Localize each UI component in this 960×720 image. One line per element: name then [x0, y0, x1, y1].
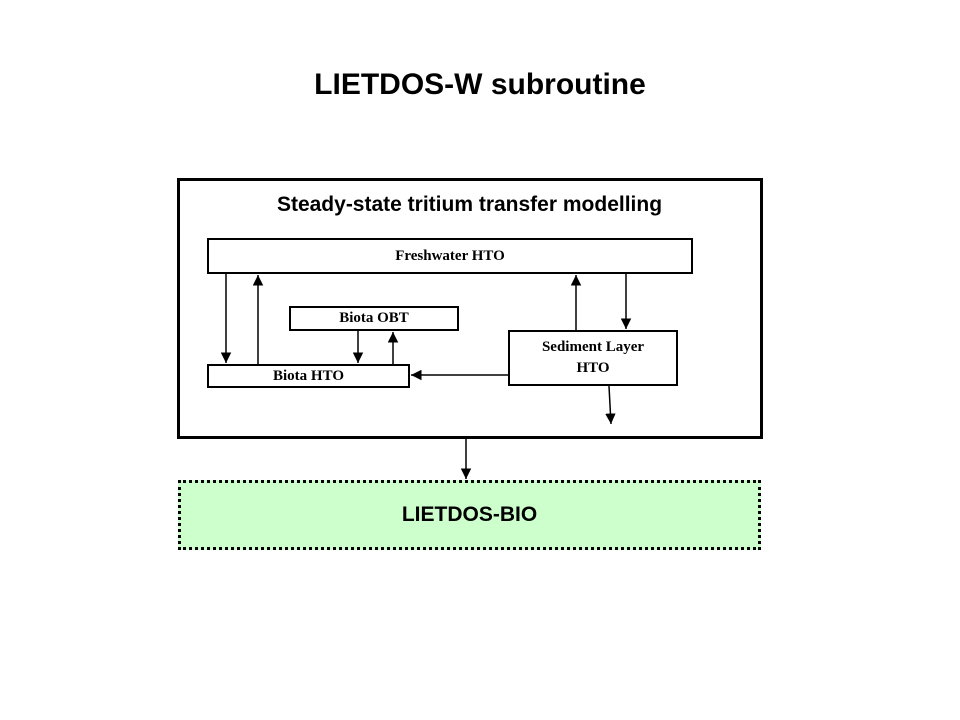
modelling-frame	[177, 178, 763, 439]
sediment-label-line1: Sediment Layer	[541, 339, 645, 355]
page-title: LIETDOS-W subroutine	[314, 68, 646, 101]
biota-hto-label: Biota HTO	[273, 367, 344, 384]
biota-hto-node: Biota HTO	[207, 364, 410, 388]
biota-obt-node: Biota OBT	[289, 306, 459, 331]
sediment-label-line2: HTO	[576, 360, 610, 376]
lietdos-bio-label: LIETDOS-BIO	[401, 503, 538, 526]
freshwater-hto-node: Freshwater HTO	[207, 238, 693, 274]
modelling-title: Steady-state tritium transfer modelling	[276, 193, 663, 216]
lietdos-bio-module: LIETDOS-BIO	[178, 480, 761, 550]
sediment-layer-hto-node: Sediment Layer HTO	[508, 330, 678, 386]
biota-obt-label: Biota OBT	[339, 310, 409, 326]
freshwater-hto-label: Freshwater HTO	[395, 247, 505, 264]
